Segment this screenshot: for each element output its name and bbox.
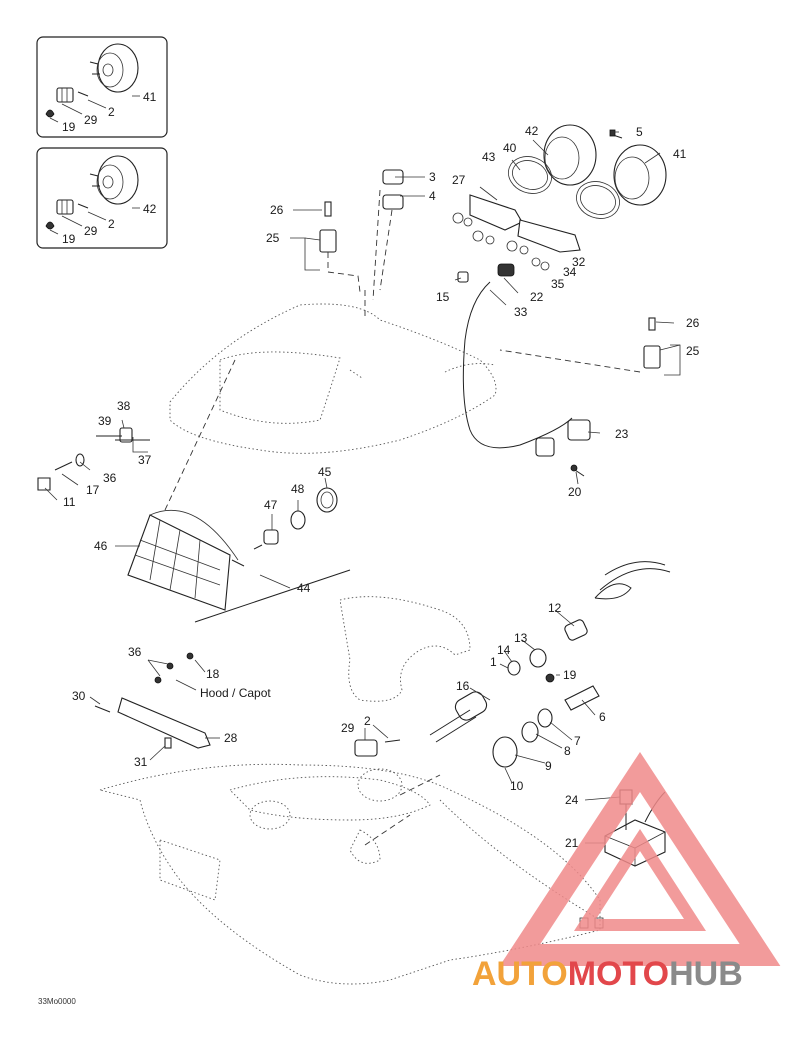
watermark-moto: MOTO [568, 955, 669, 993]
label-25-right: 25 [686, 344, 700, 358]
label-36-upper: 36 [103, 471, 117, 485]
bracket-28 [94, 652, 211, 749]
label-42: 42 [525, 124, 539, 138]
watermark-logo: AUTOMOTOHUB [472, 751, 781, 993]
label-30: 30 [72, 689, 86, 703]
label-21: 21 [565, 836, 579, 850]
label-inset1-41: 41 [143, 90, 157, 104]
label-7: 7 [574, 734, 581, 748]
label-19: 19 [563, 668, 577, 682]
label-43: 43 [482, 150, 496, 164]
part-labels: 41 2 29 19 42 2 29 19 3 4 5 26 25 27 43 … [38, 90, 700, 1006]
label-27: 27 [452, 173, 466, 187]
label-3: 3 [429, 170, 436, 184]
label-39: 39 [98, 414, 112, 428]
label-33: 33 [514, 305, 528, 319]
label-37: 37 [138, 453, 152, 467]
headlight-adjuster [37, 427, 150, 491]
gauge-assembly [452, 124, 667, 283]
inset-box-tachometer [36, 36, 168, 138]
label-14: 14 [497, 643, 511, 657]
label-26-right: 26 [686, 316, 700, 330]
label-inset1-29: 29 [84, 113, 98, 127]
label-15: 15 [436, 290, 450, 304]
label-17: 17 [86, 483, 100, 497]
label-8: 8 [564, 744, 571, 758]
bulb-socket-left [319, 201, 361, 293]
windshield-seat-outline [339, 596, 471, 702]
label-36-lower: 36 [128, 645, 142, 659]
watermark-auto: AUTO [472, 955, 568, 993]
drawing-code: 33Mo0000 [38, 997, 76, 1006]
label-12: 12 [548, 601, 562, 615]
label-40: 40 [503, 141, 517, 155]
label-32: 32 [572, 255, 586, 269]
label-5: 5 [636, 125, 643, 139]
bulb-socket-right [499, 317, 661, 373]
label-28: 28 [224, 731, 238, 745]
connectors-3-4 [372, 169, 404, 301]
label-10: 10 [510, 779, 524, 793]
headlamp-46 [127, 359, 245, 611]
label-18: 18 [206, 667, 220, 681]
inset-box-speedometer [36, 147, 168, 249]
label-24: 24 [565, 793, 579, 807]
label-inset2-2: 2 [108, 217, 115, 231]
ignition-switch-assembly [354, 561, 671, 768]
label-inset2-42: 42 [143, 202, 157, 216]
label-26-left: 26 [270, 203, 284, 217]
headlamp-bulb-parts [253, 487, 338, 550]
label-38: 38 [117, 399, 131, 413]
label-9: 9 [545, 759, 552, 773]
label-29: 29 [341, 721, 355, 735]
label-inset1-19: 19 [62, 120, 76, 134]
connectors-23-20 [535, 419, 591, 477]
label-45: 45 [318, 465, 332, 479]
label-44: 44 [297, 581, 311, 595]
label-35: 35 [551, 277, 565, 291]
hood-outline [169, 290, 497, 454]
label-inset2-29: 29 [84, 224, 98, 238]
svg-text:AUTOMOTOHUB: AUTOMOTOHUB [472, 955, 743, 993]
label-16: 16 [456, 679, 470, 693]
label-13: 13 [514, 631, 528, 645]
leader-lines [44, 131, 681, 844]
label-20: 20 [568, 485, 582, 499]
label-25-left: 25 [266, 231, 280, 245]
label-31: 31 [134, 755, 148, 769]
label-48: 48 [291, 482, 305, 496]
label-22: 22 [530, 290, 544, 304]
label-23: 23 [615, 427, 629, 441]
label-34: 34 [563, 265, 577, 279]
label-inset2-19: 19 [62, 232, 76, 246]
label-2: 2 [364, 714, 371, 728]
label-inset1-2: 2 [108, 105, 115, 119]
hood-note: Hood / Capot [200, 686, 271, 700]
label-6: 6 [599, 710, 606, 724]
label-1: 1 [490, 655, 497, 669]
label-11: 11 [63, 495, 76, 509]
label-47: 47 [264, 498, 278, 512]
label-4: 4 [429, 189, 436, 203]
watermark-hub: HUB [669, 955, 743, 993]
label-46: 46 [94, 539, 108, 553]
label-41: 41 [673, 147, 687, 161]
